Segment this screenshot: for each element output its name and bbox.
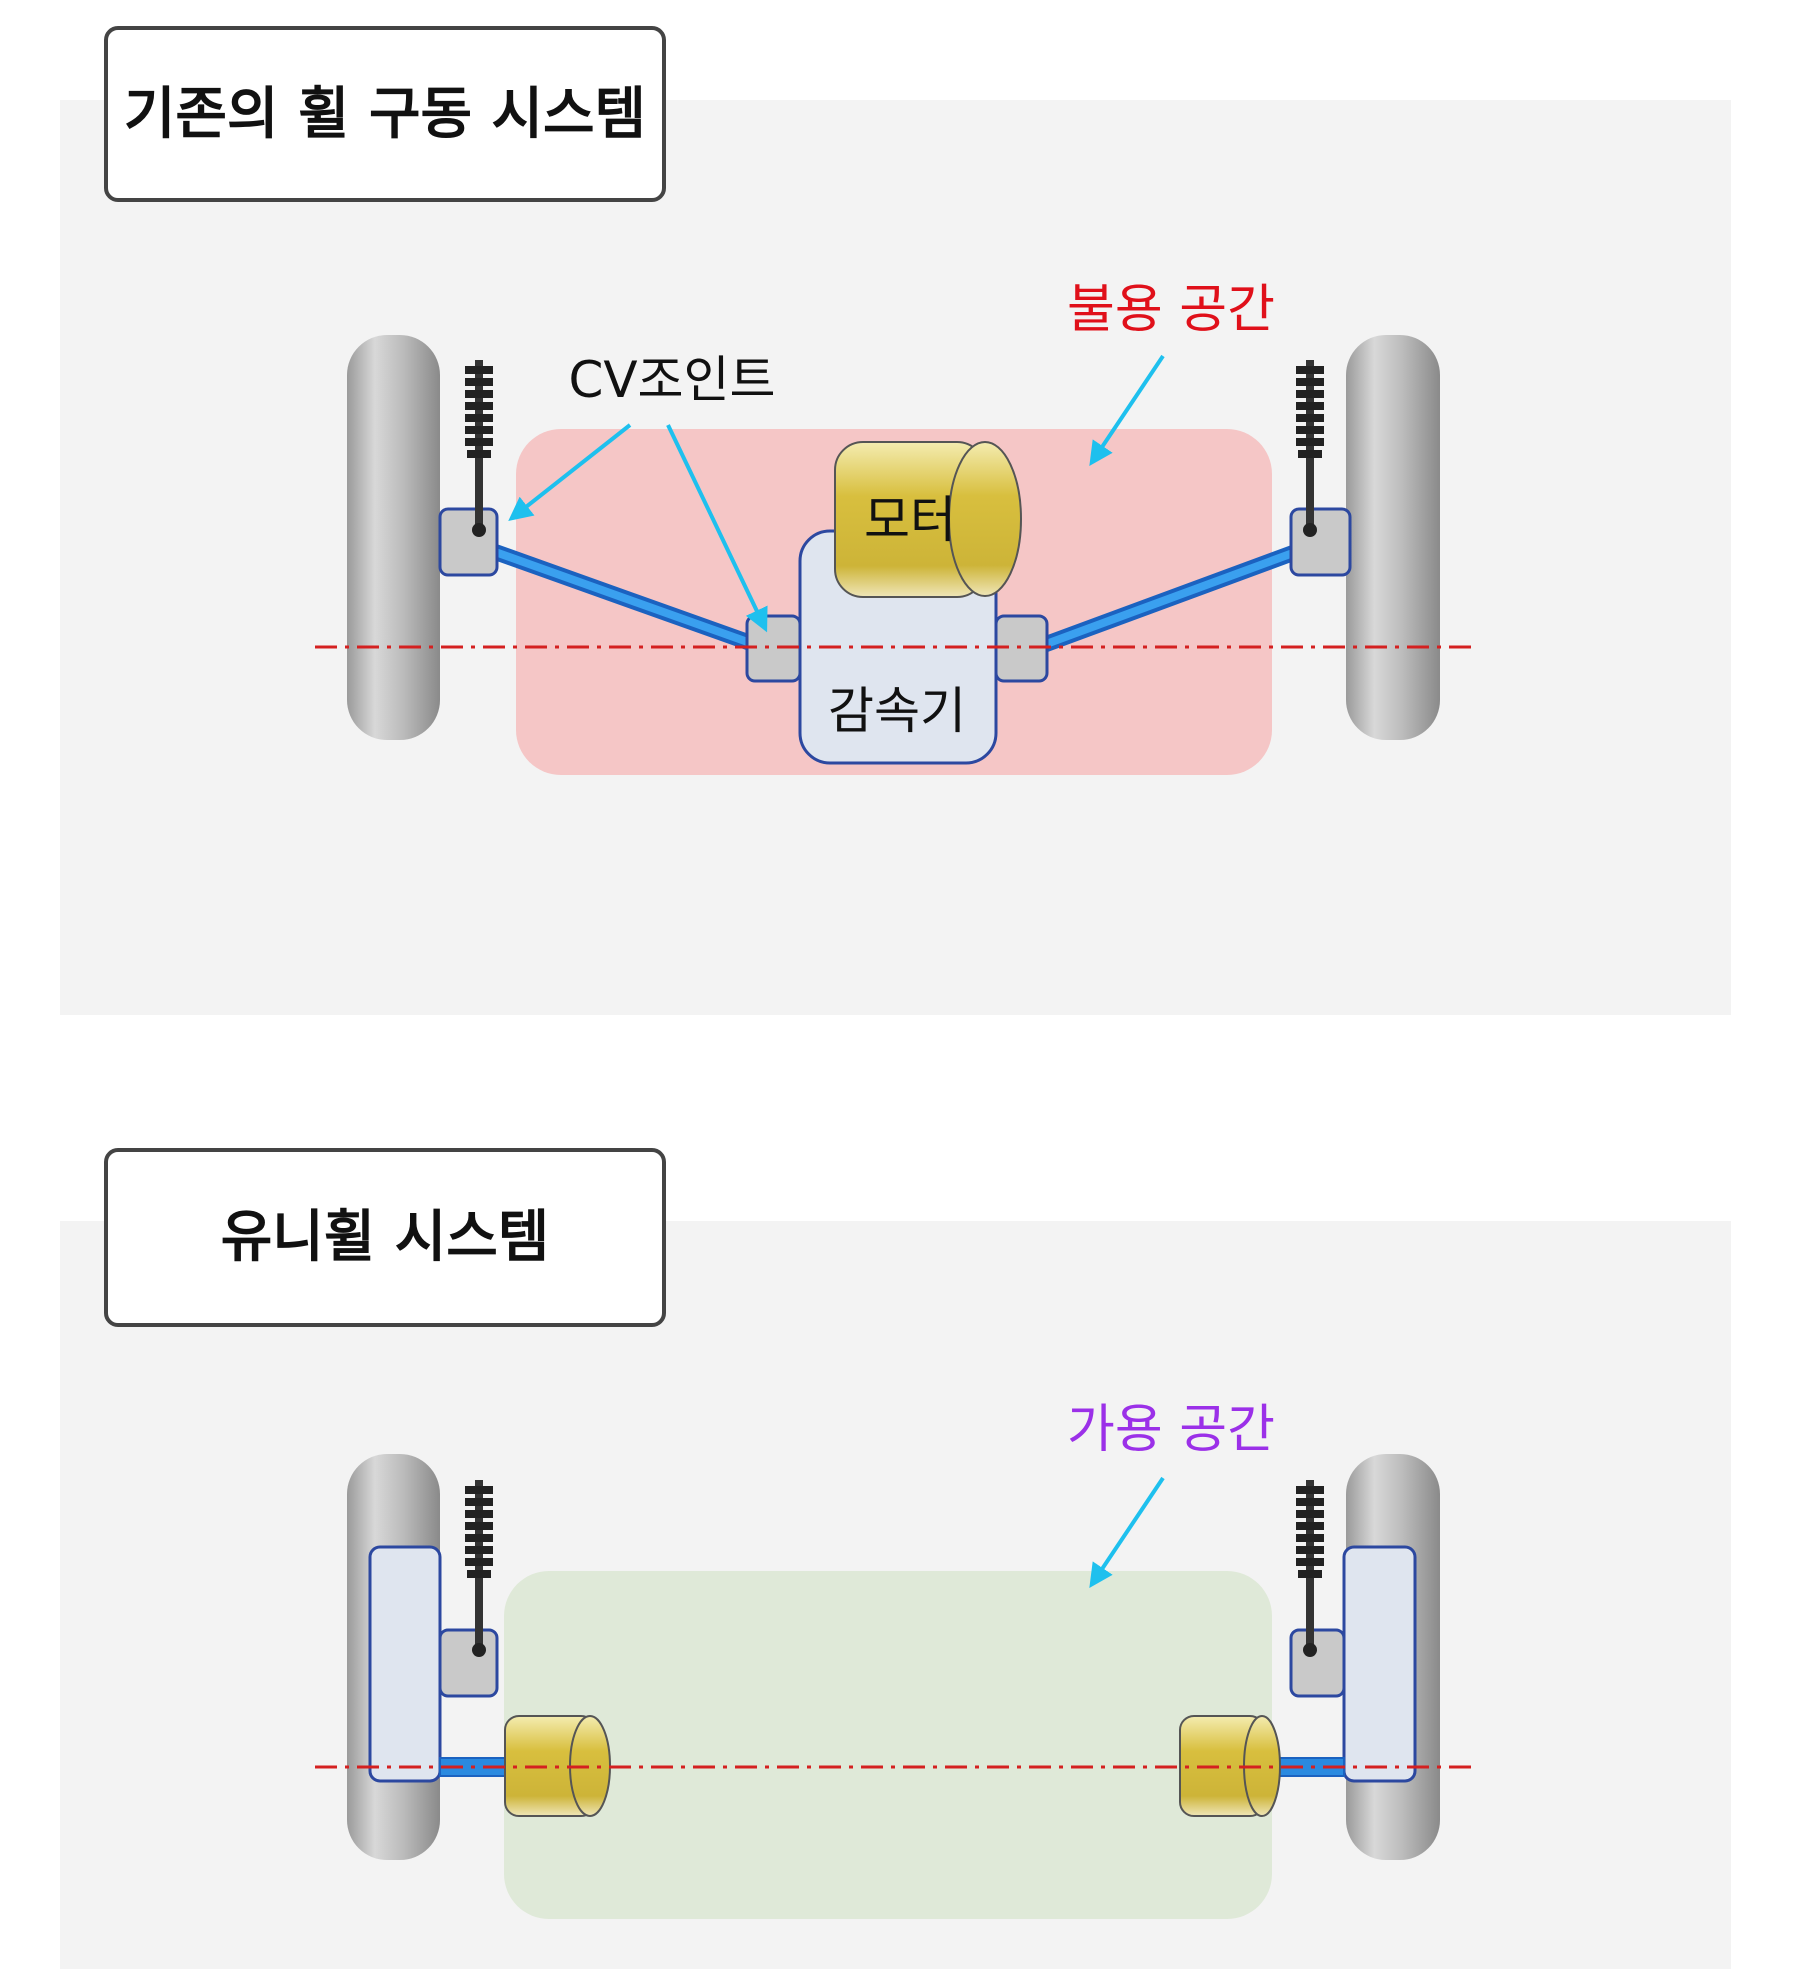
cv-joint-arrow-inner bbox=[666, 424, 768, 633]
cv-joint-left-outer bbox=[438, 507, 499, 577]
title-box bbox=[104, 26, 666, 202]
right-wheel bbox=[1346, 335, 1440, 740]
unused-space-label: 불용 공간 bbox=[1067, 280, 1275, 340]
usable-space-arrow bbox=[1089, 1476, 1165, 1588]
conventional-system-panel: 기존의 휠 구동 시스템 모터 감속기 불용 공간 CV조인트 bbox=[60, 26, 1731, 1015]
left-hub-unit bbox=[368, 1545, 442, 1783]
reducer-label: 감속기 bbox=[828, 682, 966, 740]
left-wheel bbox=[347, 335, 440, 740]
title-box bbox=[104, 1148, 666, 1327]
right-knuckle bbox=[1289, 1628, 1346, 1698]
panel-title: 유니휠 시스템 bbox=[221, 1205, 550, 1270]
cv-joint-right-outer bbox=[1289, 507, 1352, 577]
usable-space-label: 가용 공간 bbox=[1067, 1400, 1275, 1460]
motor bbox=[834, 441, 1022, 598]
right-hub-unit bbox=[1342, 1545, 1417, 1783]
panel-title: 기존의 휠 구동 시스템 bbox=[124, 82, 646, 147]
left-knuckle bbox=[438, 1628, 499, 1698]
cv-joint-label: CV조인트 bbox=[568, 351, 775, 409]
usable-space-region bbox=[504, 1571, 1272, 1919]
motor-label: 모터 bbox=[864, 491, 956, 549]
cv-joint-arrow-outer bbox=[508, 423, 632, 521]
unused-space-arrow bbox=[1089, 354, 1165, 466]
uniwheel-system-panel: 유니휠 시스템 가용 공간 bbox=[60, 1148, 1731, 1969]
right-motor bbox=[1179, 1715, 1281, 1817]
